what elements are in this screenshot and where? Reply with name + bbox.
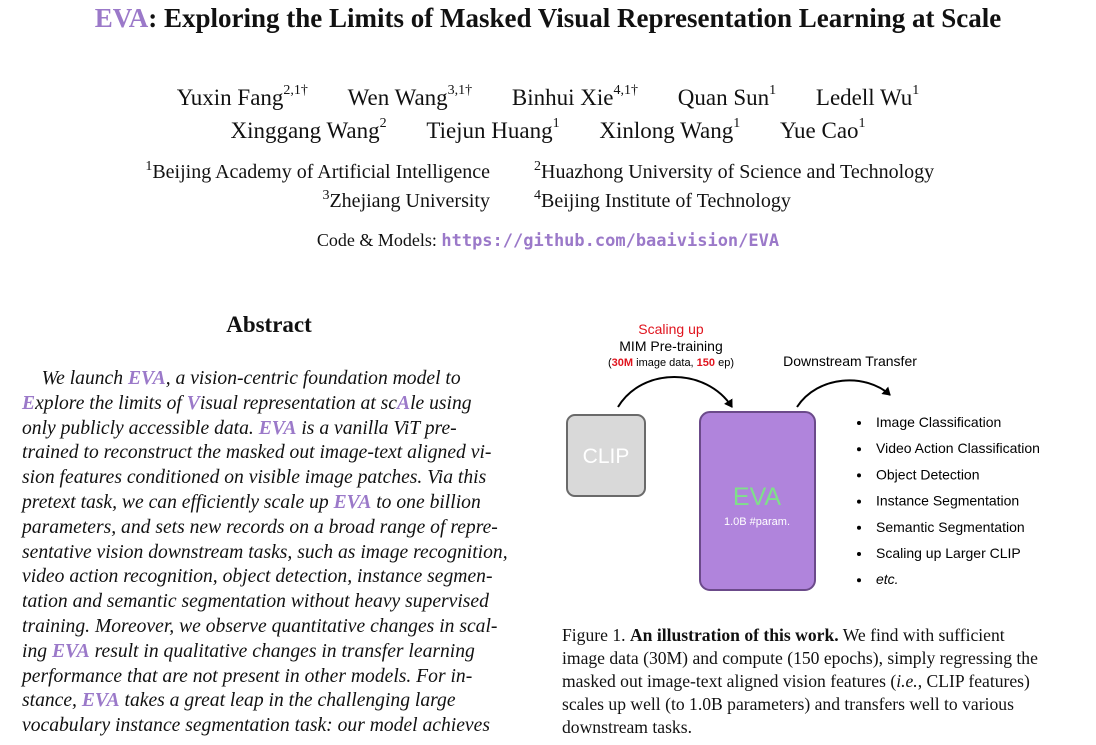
mim-label: MIM Pre-training: [619, 338, 722, 354]
abstract-body: We launch EVA, a vision-centric foundati…: [22, 367, 516, 739]
eva-box: [699, 411, 816, 591]
bullet-icon: [857, 473, 861, 478]
affiliation: 4Beijing Institute of Technology: [534, 188, 791, 212]
abstract-line: video action recognition, object detecti…: [22, 566, 493, 588]
bullet-icon: [857, 525, 861, 530]
abstract-line: stance, EVA takes a great leap in the ch…: [22, 690, 456, 712]
author: Ledell Wu1: [815, 83, 920, 110]
abstract-line: ing EVA result in qualitative changes in…: [22, 640, 475, 662]
code-label: Code & Models:: [316, 230, 442, 250]
scaling-up-label: Scaling up: [638, 321, 704, 337]
author: Wen Wang3,1†: [347, 83, 473, 110]
caption-line: scales up well (to 1.0B parameters) and …: [562, 694, 1014, 714]
affiliation: 2Huazhong University of Science and Tech…: [534, 159, 935, 183]
clip-box: [566, 414, 646, 497]
abstract-line: sion features conditioned on visible ima…: [22, 467, 487, 489]
affiliation: 3Zhejiang University: [322, 188, 490, 212]
abstract-line: pretext task, we can efficiently scale u…: [22, 491, 481, 513]
abstract-heading: Abstract: [226, 312, 312, 337]
task-item: Image Classification: [876, 414, 1001, 430]
data-label: (30M image data, 150 ep): [608, 357, 734, 369]
eva-label: EVA: [733, 483, 781, 511]
task-item: Object Detection: [876, 466, 980, 482]
affiliation: 1Beijing Academy of Artificial Intellige…: [145, 159, 490, 183]
eva-params-label: 1.0B #param.: [724, 516, 790, 528]
bullet-icon: [857, 552, 861, 556]
author: Yuxin Fang2,1†: [176, 83, 308, 110]
author: Xinggang Wang2: [230, 116, 387, 143]
title-text: : Exploring the Limits of Masked Visual …: [148, 3, 1002, 33]
task-item: Scaling up Larger CLIP: [876, 545, 1021, 561]
task-item: Instance Segmentation: [876, 493, 1019, 509]
code-url-link[interactable]: https://github.com/baaivision/EVA: [441, 231, 780, 251]
author: Xinlong Wang1: [599, 116, 741, 143]
abstract-line: sentative vision downstream tasks, such …: [22, 541, 508, 563]
caption-line: downstream tasks.: [562, 717, 692, 737]
figure-caption: Figure 1. An illustration of this work. …: [562, 624, 1056, 739]
authors-row-2: Xinggang Wang2 Tiejun Huang1 Xinlong Wan…: [0, 116, 1096, 144]
author: Quan Sun1: [677, 83, 777, 110]
title-brand: EVA: [94, 3, 149, 33]
transfer-arrow: [796, 379, 891, 408]
downstream-label: Downstream Transfer: [783, 353, 917, 369]
task-item: Semantic Segmentation: [876, 519, 1025, 535]
clip-label: CLIP: [583, 445, 630, 468]
abstract-line: only publicly accessible data. EVA is a …: [22, 417, 457, 439]
task-item: etc.: [876, 571, 899, 587]
task-item: Video Action Classification: [876, 440, 1040, 456]
bullet-icon: [857, 578, 861, 583]
paper-title: EVA: Exploring the Limits of Masked Visu…: [0, 3, 1096, 34]
bullet-icon: [857, 499, 861, 504]
abstract-line: vocabulary instance segmentation task: o…: [22, 715, 490, 737]
abstract-line: trained to reconstruct the masked out im…: [22, 442, 492, 464]
abstract-line: training. Moreover, we observe quantitat…: [22, 615, 498, 637]
caption-line: Figure 1. An illustration of this work. …: [562, 625, 1005, 645]
scaling-arrow: [617, 376, 733, 408]
abstract-line: tation and semantic segmentation without…: [22, 591, 489, 613]
authors-row-1: Yuxin Fang2,1† Wen Wang3,1† Binhui Xie4,…: [0, 83, 1096, 111]
abstract-line: We launch EVA, a vision-centric foundati…: [22, 368, 461, 389]
author: Binhui Xie4,1†: [511, 83, 639, 110]
bullet-icon: [857, 447, 861, 452]
abstract-line: parameters, and sets new records on a br…: [22, 516, 498, 538]
abstract-line: performance that are not present in othe…: [22, 665, 473, 687]
figure-illustration: Scaling up MIM Pre-training (30M image d…: [566, 321, 1040, 591]
caption-line: masked out image-text aligned vision fea…: [562, 671, 1030, 691]
abstract-line: Explore the limits of Visual representat…: [22, 392, 472, 414]
author: Yue Cao1: [779, 116, 866, 143]
bullet-icon: [857, 421, 861, 425]
code-link-line: Code & Models: https://github.com/baaivi…: [0, 230, 1096, 251]
caption-line: image data (30M) and compute (150 epochs…: [562, 648, 1038, 668]
author: Tiejun Huang1: [426, 116, 560, 143]
